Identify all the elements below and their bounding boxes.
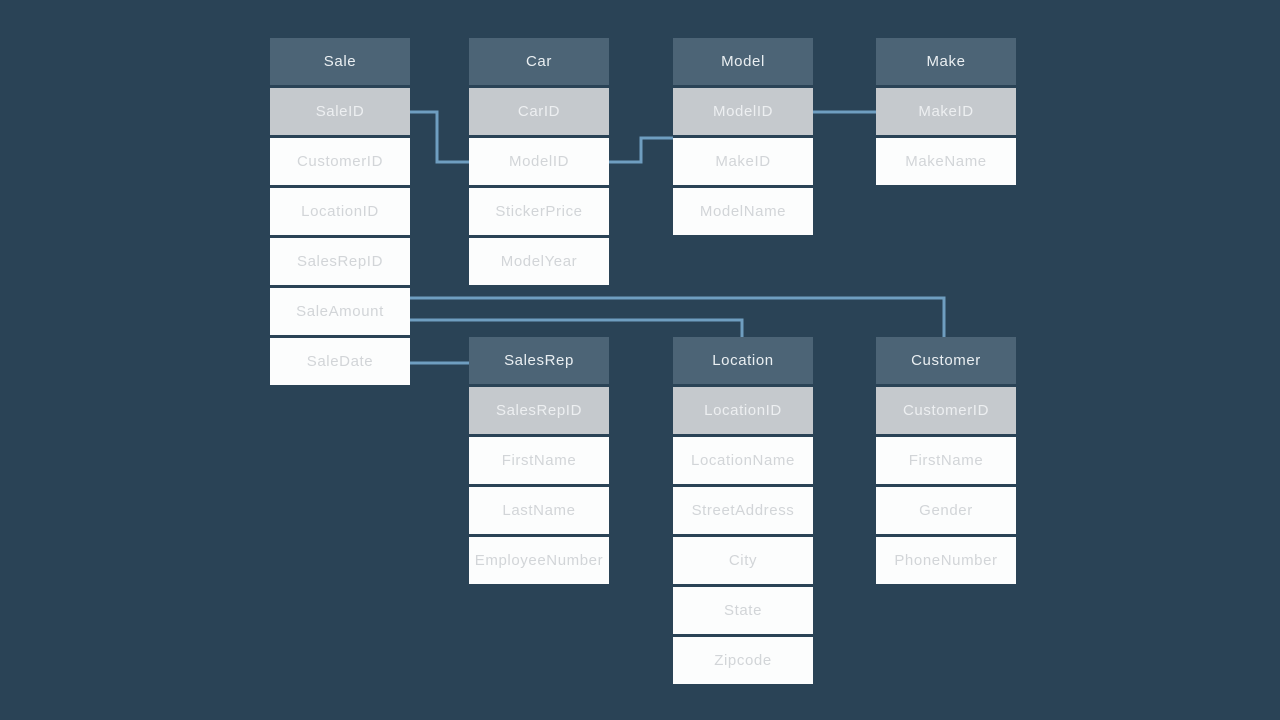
field-customer-firstname: FirstName [876, 437, 1016, 484]
entity-title-car: Car [469, 38, 609, 85]
connector-car-modelid-to-model [609, 136, 673, 164]
entity-title-salesrep: SalesRep [469, 337, 609, 384]
field-salesrep-firstname: FirstName [469, 437, 609, 484]
field-customer-phonenumber: PhoneNumber [876, 537, 1016, 584]
field-car-carid: CarID [469, 88, 609, 135]
entity-title-sale: Sale [270, 38, 410, 85]
entity-title-make: Make [876, 38, 1016, 85]
entity-title-model: Model [673, 38, 813, 85]
field-location-zipcode: Zipcode [673, 637, 813, 684]
field-sale-locationid: LocationID [270, 188, 410, 235]
field-salesrep-employeenumber: EmployeeNumber [469, 537, 609, 584]
entity-title-customer: Customer [876, 337, 1016, 384]
field-make-makename: MakeName [876, 138, 1016, 185]
field-salesrep-salesrepid: SalesRepID [469, 387, 609, 434]
field-location-locationname: LocationName [673, 437, 813, 484]
entity-title-location: Location [673, 337, 813, 384]
field-sale-customerid: CustomerID [270, 138, 410, 185]
field-model-modelname: ModelName [673, 188, 813, 235]
field-salesrep-lastname: LastName [469, 487, 609, 534]
field-location-streetaddress: StreetAddress [673, 487, 813, 534]
field-customer-customerid: CustomerID [876, 387, 1016, 434]
field-sale-saledate: SaleDate [270, 338, 410, 385]
field-car-stickerprice: StickerPrice [469, 188, 609, 235]
field-sale-saleamount: SaleAmount [270, 288, 410, 335]
field-location-city: City [673, 537, 813, 584]
field-model-makeid: MakeID [673, 138, 813, 185]
field-car-modelyear: ModelYear [469, 238, 609, 285]
field-location-state: State [673, 587, 813, 634]
field-sale-salesrepid: SalesRepID [270, 238, 410, 285]
field-customer-gender: Gender [876, 487, 1016, 534]
field-make-makeid: MakeID [876, 88, 1016, 135]
connector-sale-saleamount-to-location [410, 318, 744, 338]
connector-sale-saleamount-to-customer [410, 296, 946, 338]
field-car-modelid: ModelID [469, 138, 609, 185]
field-sale-saleid: SaleID [270, 88, 410, 135]
field-model-modelid: ModelID [673, 88, 813, 135]
connector-sale-saleid-to-car [410, 110, 469, 164]
field-location-locationid: LocationID [673, 387, 813, 434]
